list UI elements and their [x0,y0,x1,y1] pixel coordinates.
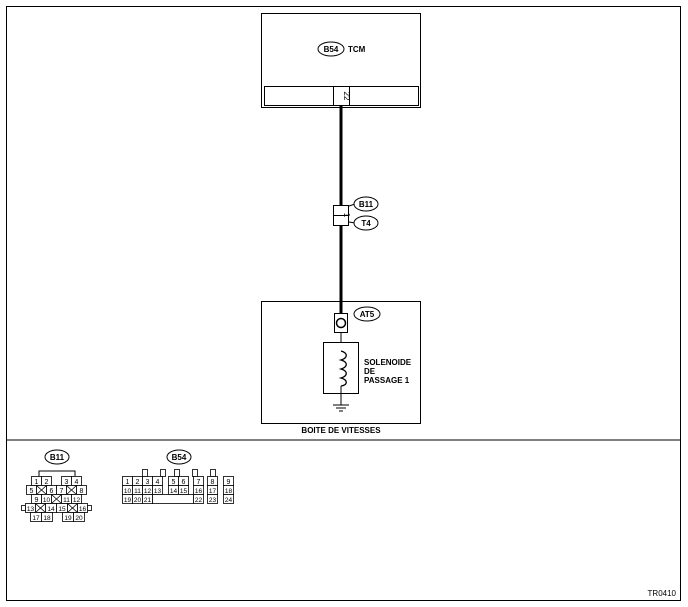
joint-connector: 1 B11 T4 [333,196,379,231]
svg-text:5: 5 [30,488,34,495]
svg-text:2: 2 [136,479,140,486]
joint-top-badge [353,196,379,212]
b54-row-2: 10 11 12 13 14 15 16 17 18 [122,485,234,495]
svg-text:22: 22 [195,497,203,504]
joint-top-label: B11 [359,200,374,209]
diagram-frame [6,6,681,601]
b11-view-label: B11 [50,453,65,462]
svg-text:19: 19 [64,515,72,522]
b11-row-5: 17 18 19 20 [30,512,85,522]
svg-text:1: 1 [35,479,39,486]
solenoid-label-line3: PASSAGE 1 [364,376,410,385]
svg-text:13: 13 [27,506,35,513]
svg-text:14: 14 [170,488,178,495]
svg-text:6: 6 [182,479,186,486]
b54-row-1: 1 2 3 4 5 6 7 8 9 [122,476,234,486]
b11-row-3: 9 10 11 12 [31,494,82,504]
svg-text:9: 9 [35,497,39,504]
svg-text:2: 2 [45,479,49,486]
at5-connector-label: AT5 [360,310,375,319]
b11-connector-view: B11 1 2 3 4 5 6 7 8 9 [21,449,92,522]
solenoid-label-line1: SOLENOIDE [364,358,412,367]
svg-text:3: 3 [65,479,69,486]
transmission-housing: AT5 SOLENOIDE DE PASSAGE 1 [261,301,421,424]
svg-text:6: 6 [50,488,54,495]
svg-text:4: 4 [75,479,79,486]
b54-connector-view: B54 1 2 3 4 5 6 7 8 9 10 [122,449,234,504]
svg-text:1: 1 [126,479,130,486]
svg-text:8: 8 [211,479,215,486]
b54-view-badge [166,449,192,465]
svg-text:18: 18 [225,488,233,495]
b11-row-4: 13 14 15 16 [21,503,92,513]
svg-text:15: 15 [58,506,66,513]
svg-text:15: 15 [180,488,188,495]
svg-text:14: 14 [47,506,55,513]
svg-text:7: 7 [60,488,64,495]
tcm-unit: 22 B54 TCM [261,13,421,108]
tcm-name: TCM [348,45,366,54]
b11-row-1: 1 2 3 4 [31,476,82,486]
ground-symbol [333,404,349,412]
at5-connector-badge [353,306,381,322]
svg-text:21: 21 [144,497,152,504]
svg-text:11: 11 [63,497,70,504]
svg-text:10: 10 [124,488,132,495]
tcm-connector-strip [264,86,419,106]
svg-text:23: 23 [209,497,217,504]
svg-text:24: 24 [225,497,233,504]
svg-text:10: 10 [43,497,51,504]
joint-bottom-badge [353,215,379,231]
svg-text:12: 12 [73,497,81,504]
svg-text:17: 17 [209,488,217,495]
b54-row-3: 19 20 21 22 23 24 [122,494,234,504]
solenoid-coil [338,350,347,387]
b11-row-2: 5 6 7 8 [26,485,87,495]
svg-text:16: 16 [79,506,87,513]
figure-code: TR0410 [648,589,677,598]
tcm-connector-label: B54 [324,45,339,54]
b11-view-badge [44,449,70,465]
transmission-label: BOITE DE VITESSES [301,426,381,435]
svg-text:16: 16 [195,488,203,495]
svg-text:18: 18 [43,515,51,522]
b54-view-label: B54 [172,453,187,462]
tcm-pin-number: 22 [342,92,351,101]
svg-text:20: 20 [134,497,142,504]
svg-text:8: 8 [80,488,84,495]
solenoid-label-line2: DE [364,367,376,376]
svg-text:3: 3 [146,479,150,486]
svg-text:4: 4 [156,479,160,486]
tcm-connector-badge [317,41,345,57]
svg-text:20: 20 [75,515,83,522]
svg-text:11: 11 [134,488,141,495]
joint-pin-number: 1 [342,213,351,218]
svg-text:9: 9 [227,479,231,486]
svg-text:7: 7 [197,479,201,486]
svg-text:12: 12 [144,488,152,495]
svg-text:13: 13 [154,488,162,495]
joint-bottom-label: T4 [361,219,371,228]
svg-text:19: 19 [124,497,132,504]
svg-text:5: 5 [172,479,176,486]
svg-text:17: 17 [32,515,40,522]
